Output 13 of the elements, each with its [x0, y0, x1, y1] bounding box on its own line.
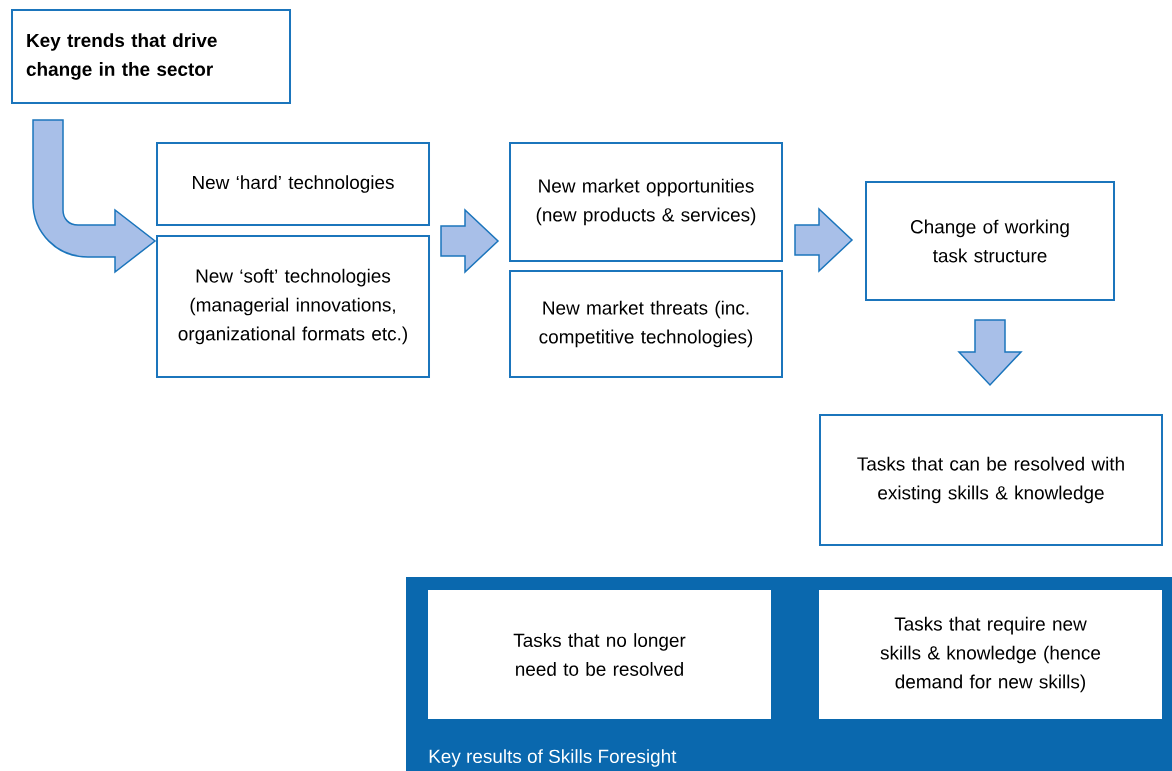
task-box: Tasks that require new skills & knowledge (hence demand for new skills) — [819, 590, 1162, 719]
heading-box: Key trends that drive change in the sector — [11, 9, 291, 104]
process-box: New market threats (inc. competitive technologies) — [509, 270, 783, 378]
process-box: Change of working task structure — [865, 181, 1115, 301]
process-box: New ‘hard’ technologies — [156, 142, 430, 226]
process-box: New ‘soft’ technologies (managerial innovations, organizational formats etc.) — [156, 235, 430, 378]
block-arrow — [957, 319, 1023, 387]
block-arrow — [794, 207, 854, 273]
block-arrow — [32, 119, 156, 273]
process-box: New market opportunities (new products & services) — [509, 142, 783, 262]
block-arrow — [440, 208, 500, 274]
process-box: Tasks that can be resolved with existing skills & knowledge — [819, 414, 1163, 546]
task-box: Tasks that no longer need to be resolved — [428, 590, 771, 719]
